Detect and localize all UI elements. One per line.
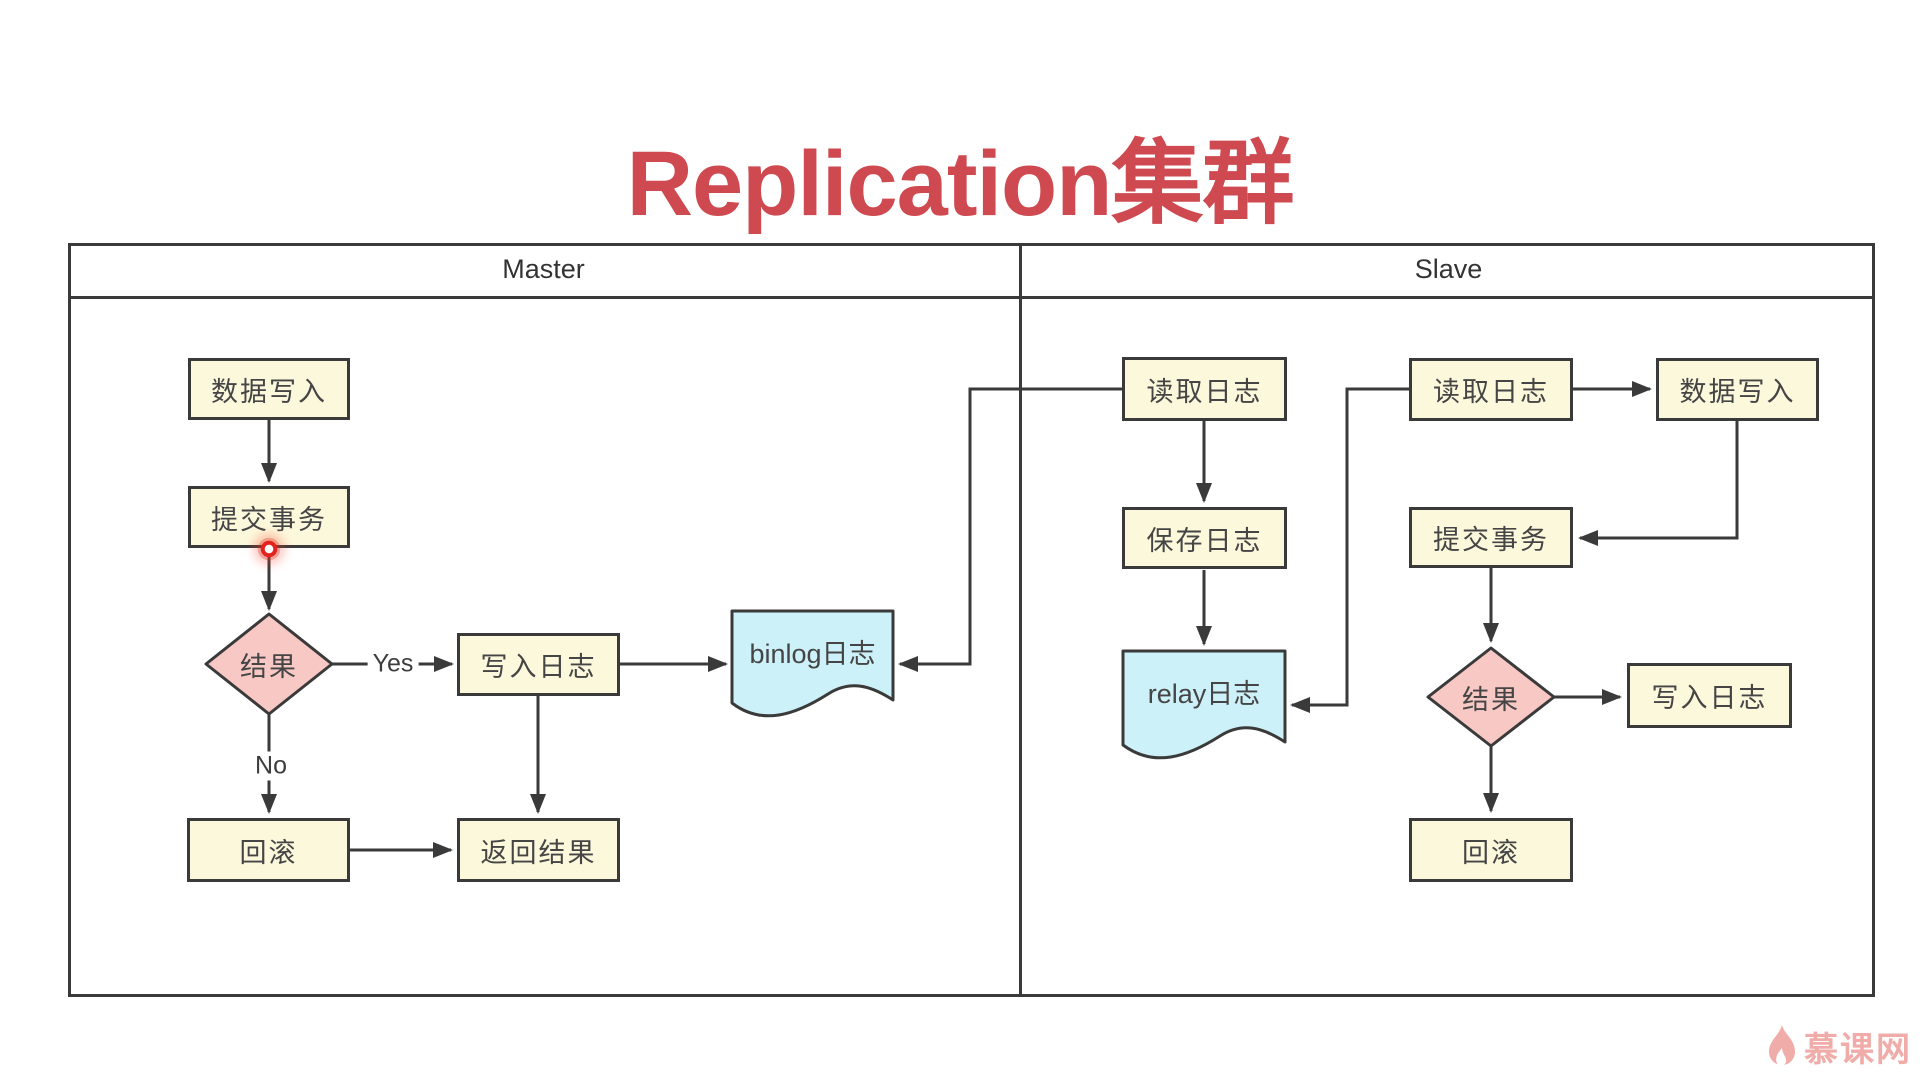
- master-slave-divider-line: [1019, 243, 1022, 997]
- master-result-decision-shape: [204, 612, 334, 716]
- yes-edge-label: Yes: [367, 649, 419, 679]
- slave-commit-node: 提交事务: [1409, 507, 1573, 568]
- header-divider-line: [68, 296, 1875, 299]
- laser-pointer-dot: [257, 537, 281, 561]
- slave-rollback-node: 回滚: [1409, 818, 1573, 882]
- slave-panel-header: Slave: [1414, 254, 1483, 284]
- edge-slave-readlog-to-binlog: [898, 387, 1122, 672]
- slave-write-log-node: 写入日志: [1627, 663, 1792, 728]
- slave-data-write-node: 数据写入: [1656, 358, 1819, 421]
- slave-result-decision-shape: [1426, 646, 1556, 748]
- edge-slave-datawrite-to-commit: [1578, 421, 1739, 546]
- relay-document-shape: [1121, 649, 1287, 760]
- cluster-table-frame: [68, 243, 1875, 997]
- master-panel-header: Master: [502, 254, 585, 284]
- slave-read-log-top-node: 读取日志: [1122, 357, 1287, 421]
- edge-slave-readlog2-to-relay: [1290, 387, 1409, 713]
- master-rollback-node: 回滚: [187, 818, 350, 882]
- page-title: Replication集群: [626, 132, 1295, 235]
- master-return-result-node: 返回结果: [457, 818, 620, 882]
- brand-text: 慕课网: [1804, 1031, 1912, 1069]
- flame-icon: [1769, 1024, 1795, 1066]
- slave-read-log-right-node: 读取日志: [1409, 358, 1573, 421]
- no-edge-label: No: [250, 751, 292, 781]
- slave-save-log-node: 保存日志: [1122, 507, 1287, 569]
- binlog-document-shape: [730, 609, 895, 718]
- brand-watermark: 慕课网: [1766, 1022, 1912, 1071]
- master-write-log-node: 写入日志: [457, 633, 620, 696]
- master-data-write-node: 数据写入: [188, 358, 350, 420]
